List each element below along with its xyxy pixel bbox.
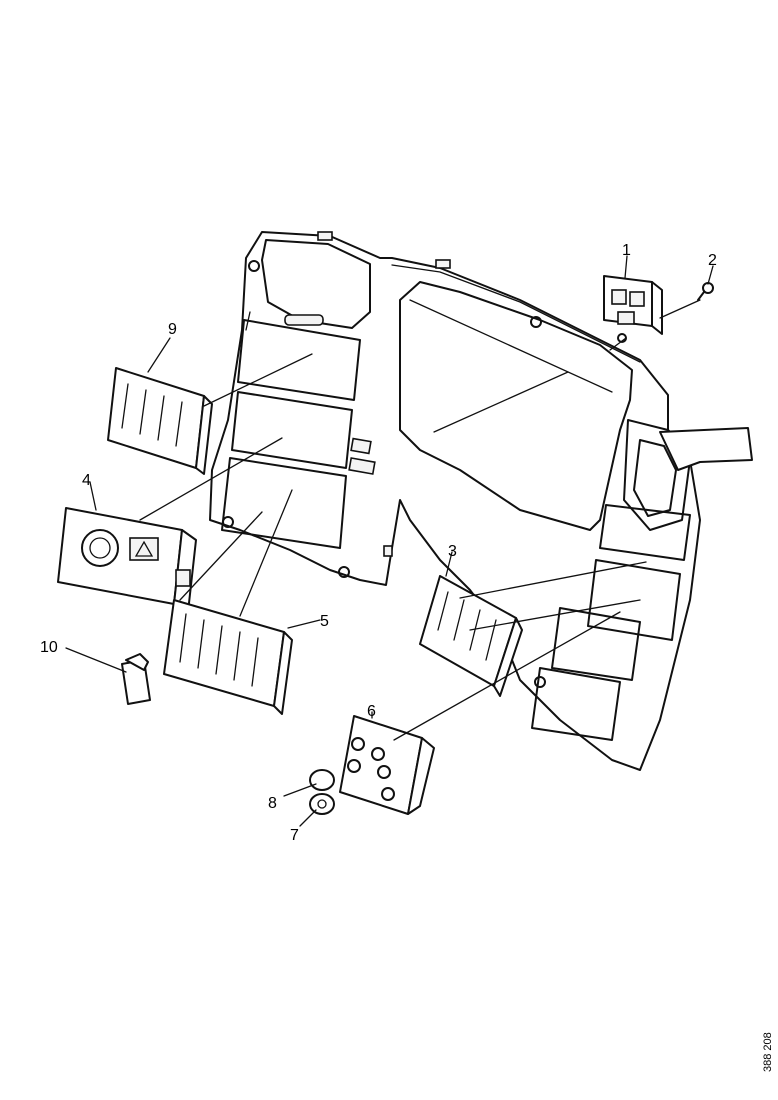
part-2-screw	[697, 282, 714, 301]
leader-lines	[65, 255, 714, 827]
part-10-clip	[121, 653, 151, 705]
part-7-knob	[309, 793, 335, 815]
part-8-knob-cap	[309, 769, 335, 791]
callout-4: 4	[82, 472, 91, 489]
part-6-control-panel	[339, 715, 435, 815]
reference-number: 388 208	[762, 1032, 774, 1072]
callout-9: 9	[168, 321, 177, 338]
callout-1: 1	[622, 242, 631, 259]
part-9-vent-grille	[107, 367, 213, 475]
callout-labels: 1 2 3 4 5 6 7 8 9 10	[40, 242, 717, 844]
part-4-light-switch-panel	[57, 507, 197, 613]
part-5-vent-grille	[163, 599, 293, 715]
part-3-vent-grille	[419, 575, 523, 697]
callout-3: 3	[448, 543, 457, 560]
callout-2: 2	[708, 252, 717, 269]
callout-6: 6	[367, 703, 376, 720]
callout-8: 8	[268, 795, 277, 812]
callout-10: 10	[40, 639, 58, 656]
part-1-switch-assembly	[603, 275, 663, 343]
callout-5: 5	[320, 613, 329, 630]
callout-7: 7	[290, 827, 299, 844]
